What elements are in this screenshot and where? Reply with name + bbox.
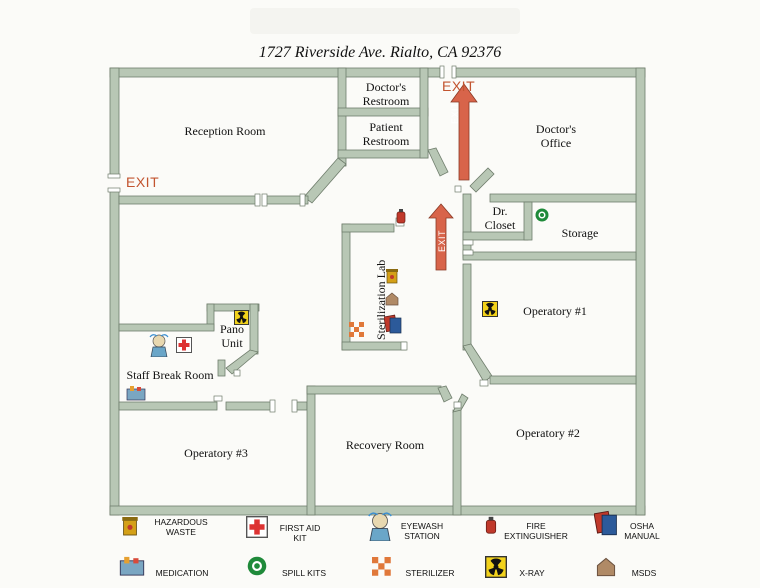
wall-restroom-bottom <box>337 149 429 159</box>
wall-op1-diagonal <box>462 343 493 383</box>
wall-recovery-left <box>306 385 316 516</box>
osha-manual-icon <box>384 314 402 334</box>
wall-reception-bottom-left <box>118 195 260 205</box>
room-patient-restroom: Patient Restroom <box>362 120 410 148</box>
legend-hazardous-waste-icon <box>122 517 138 536</box>
wall-op1-left <box>462 263 472 351</box>
wall-closet-left <box>462 193 472 259</box>
wall-restroom-right <box>419 67 429 159</box>
room-operatory-1: Operatory #1 <box>523 304 587 318</box>
wall-lab-top <box>341 223 395 233</box>
legend-eyewash-station-icon <box>368 512 392 541</box>
exit-label-top: EXIT <box>442 78 476 94</box>
legend-spill-kits-icon <box>247 556 267 576</box>
legend-msds-icon <box>596 557 616 577</box>
faded-header <box>250 8 520 34</box>
legend-hazardous-waste-label: HAZARDOUS WASTE <box>154 517 208 537</box>
room-doctors-restroom: Doctor's Restroom <box>362 80 410 108</box>
legend-medication-label: MEDICATION <box>155 568 209 578</box>
wall-diagonal-hall <box>427 147 449 177</box>
wall-diagonal-reception <box>303 157 347 204</box>
xray-icon-operatory-1 <box>482 301 498 317</box>
legend-medication-icon <box>119 556 145 576</box>
xray-icon-pano <box>234 310 249 325</box>
legend-msds-label: MSDS <box>631 568 657 578</box>
wall-top-right <box>454 67 646 78</box>
room-recovery: Recovery Room <box>345 438 425 452</box>
wall-closet-bottom <box>462 231 529 241</box>
legend-spill-kits-label: SPILL KITS <box>281 568 327 578</box>
legend-first-aid-kit-icon <box>246 516 268 538</box>
legend-eyewash-station-label: EYEWASH STATION <box>400 521 444 541</box>
room-reception: Reception Room <box>184 124 266 138</box>
room-operatory-2: Operatory #2 <box>516 426 580 440</box>
wall-recovery-diagonal <box>437 385 453 403</box>
wall-op2-left <box>452 409 462 516</box>
room-pano-unit: Pano Unit <box>220 322 244 350</box>
wall-pano-diagonal <box>225 349 259 375</box>
exit-arrows <box>428 83 478 271</box>
wall-storage-bottom <box>462 251 637 261</box>
wall-top-left <box>109 67 441 78</box>
legend-osha-manual-icon <box>594 510 617 536</box>
sterilizer-icon <box>349 322 364 337</box>
wall-left-upper <box>109 67 120 177</box>
exit-arrow-upper <box>450 83 478 181</box>
wall-lab-bottom <box>341 341 407 351</box>
wall-office-bottom <box>489 193 637 203</box>
room-staff-break-room: Staff Break Room <box>126 368 214 382</box>
legend-fire-extinguisher-label: FIRE EXTINGUISHER <box>504 521 568 541</box>
wall-break-top <box>118 323 215 332</box>
wall-left-lower <box>109 189 120 516</box>
room-doctors-office: Doctor's Office <box>535 122 577 150</box>
wall-break-bottom-left <box>118 401 218 411</box>
legend-xray-icon <box>485 556 507 578</box>
eyewash-station-icon <box>149 334 169 357</box>
legend-sterilizer-icon <box>372 557 391 576</box>
legend-sterilizer-label: STERILIZER <box>405 568 455 578</box>
room-operatory-3: Operatory #3 <box>184 446 248 460</box>
spill-kit-icon <box>535 208 549 222</box>
exit-arrow-lower <box>428 203 454 271</box>
first-aid-kit-icon <box>176 337 192 353</box>
room-storage: Storage <box>561 226 599 240</box>
medication-icon <box>126 386 146 401</box>
legend-first-aid-kit-label: FIRST AID KIT <box>279 523 321 543</box>
hazardous-waste-icon <box>386 269 398 284</box>
wall-closet-right <box>523 201 533 241</box>
legend-osha-manual-label: OSHA MANUAL <box>624 521 660 541</box>
wall-op1-bottom <box>489 375 637 385</box>
wall-restroom-mid <box>337 107 429 117</box>
address: 1727 Riverside Ave. Rialto, CA 92376 <box>258 44 502 61</box>
fire-extinguisher-icon <box>396 209 406 224</box>
wall-right <box>635 67 646 516</box>
wall-office-diagonal <box>469 167 495 193</box>
legend-xray-label: X-RAY <box>519 568 545 578</box>
exit-label-left: EXIT <box>126 174 160 190</box>
msds-icon <box>385 292 399 306</box>
exit-label-arrow-lower: EXIT <box>437 229 447 252</box>
wall-break-bottom-mid <box>225 401 275 411</box>
room-dr-closet: Dr. Closet <box>484 204 516 232</box>
wall-recovery-top <box>306 385 442 395</box>
legend-fire-extinguisher-icon <box>485 516 497 534</box>
exit-label-arrow-upper: EXIT <box>450 101 460 124</box>
wall-pano-stub <box>217 359 226 377</box>
